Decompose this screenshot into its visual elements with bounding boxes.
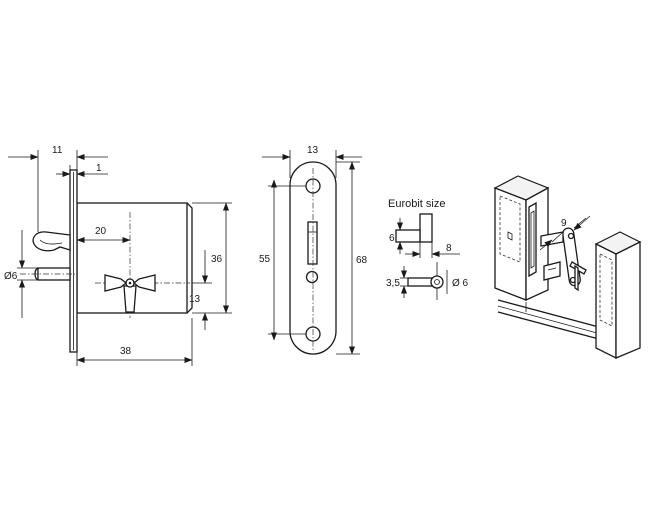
dim-13-front: 13 — [307, 145, 319, 156]
install-view: 9 — [493, 175, 642, 360]
dim-11: 11 — [52, 145, 63, 156]
dim-68: 68 — [356, 255, 368, 266]
pin — [37, 267, 71, 281]
dim-1: 1 — [96, 163, 102, 174]
dim-36: 36 — [211, 254, 223, 265]
pin-hole — [305, 270, 319, 284]
dim-13-side: 13 — [189, 294, 201, 305]
dim-pin-diameter: Ø6 — [4, 271, 18, 282]
dim-9: 9 — [561, 218, 567, 229]
hook-latch — [32, 231, 71, 252]
side-view: 11 1 20 Ø6 36 13 38 — [4, 145, 232, 366]
dim-key-6: 6 — [389, 233, 395, 244]
key-head — [419, 213, 433, 243]
dim-key-diameter: Ø 6 — [452, 278, 469, 289]
key-shaft-end — [407, 277, 433, 287]
hook-slot — [307, 221, 318, 265]
dim-key-8: 8 — [446, 243, 452, 254]
key-round — [430, 275, 444, 289]
key-shaft — [395, 229, 421, 243]
key-view: Eurobit size 6 8 3,5 Ø 6 — [386, 198, 469, 300]
key-title: Eurobit size — [388, 198, 445, 210]
front-view: 13 55 68 — [259, 145, 368, 355]
cross-key-icon — [104, 274, 156, 313]
dim-55: 55 — [259, 254, 271, 265]
dim-38: 38 — [120, 346, 132, 357]
dim-key-3-5: 3,5 — [386, 278, 400, 289]
dim-20: 20 — [95, 226, 107, 237]
